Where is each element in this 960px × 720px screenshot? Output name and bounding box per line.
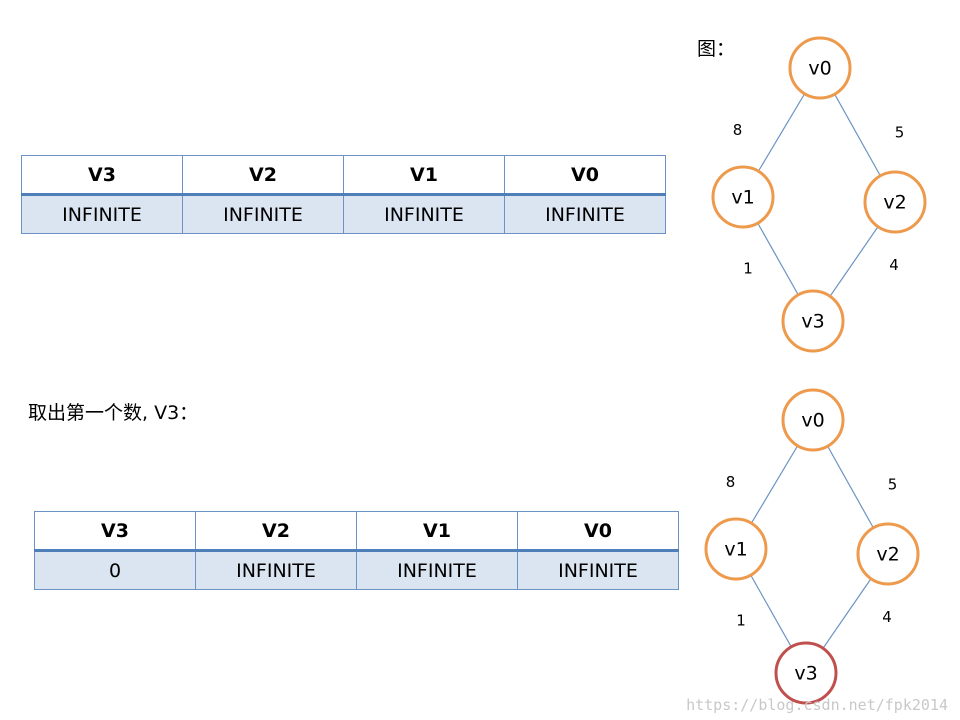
- graph-diagram-after-v3: 8 5 1 4 v0 v1 v2 v3: [704, 388, 920, 705]
- edge-weight-label: 4: [882, 608, 892, 626]
- node-v0: [781, 388, 845, 452]
- node-label: v1: [724, 539, 747, 561]
- table-header-cell: V0: [504, 155, 666, 196]
- table-cell: INFINITE: [343, 194, 505, 234]
- table-header-cell: V1: [343, 155, 505, 196]
- watermark: https://blog.csdn.net/fpk2014: [686, 696, 948, 714]
- node-label: v3: [801, 311, 824, 333]
- node-label: v2: [876, 544, 899, 566]
- graph-caption: 图：: [697, 38, 736, 60]
- table-cell: INFINITE: [356, 550, 518, 590]
- table-cell: INFINITE: [182, 194, 344, 234]
- table-cell: 0: [34, 550, 196, 590]
- table-header-cell: V1: [356, 511, 518, 552]
- node-label: v0: [808, 58, 831, 80]
- node-v1: [711, 165, 775, 229]
- node-v2: [863, 170, 927, 234]
- edge-weight-label: 8: [726, 473, 736, 491]
- table-header-row: V3 V2 V1 V0: [34, 511, 679, 552]
- table-header-cell: V3: [34, 511, 196, 552]
- edge-weight-label: 5: [895, 124, 905, 142]
- edge-weight-label: 1: [743, 260, 753, 278]
- table-cell: INFINITE: [21, 194, 183, 234]
- step-caption: 取出第一个数, V3：: [28, 402, 199, 424]
- table-cell: INFINITE: [195, 550, 357, 590]
- edge-weight-label: 4: [889, 256, 899, 274]
- node-v2: [856, 522, 920, 586]
- node-label: v1: [731, 187, 754, 209]
- node-v3: [774, 641, 838, 705]
- edge-weight-label: 1: [736, 612, 746, 630]
- edge-weight-label: 5: [888, 476, 898, 494]
- node-v1: [704, 517, 768, 581]
- node-v3: [781, 289, 845, 353]
- table-header-cell: V2: [195, 511, 357, 552]
- table-header-cell: V0: [517, 511, 679, 552]
- table-cell: INFINITE: [504, 194, 666, 234]
- edge-weight-label: 8: [733, 121, 743, 139]
- node-label: v3: [794, 663, 817, 685]
- distance-table-initial: V3 V2 V1 V0 INFINITE INFINITE INFINITE I…: [21, 155, 666, 234]
- distance-table-after-v3: V3 V2 V1 V0 0 INFINITE INFINITE INFINITE: [34, 511, 679, 590]
- table-row: INFINITE INFINITE INFINITE INFINITE: [21, 194, 666, 234]
- table-header-cell: V2: [182, 155, 344, 196]
- node-v0: [788, 36, 852, 100]
- table-header-row: V3 V2 V1 V0: [21, 155, 666, 196]
- table-cell: INFINITE: [517, 550, 679, 590]
- table-row: 0 INFINITE INFINITE INFINITE: [34, 550, 679, 590]
- table-header-cell: V3: [21, 155, 183, 196]
- node-label: v0: [801, 410, 824, 432]
- node-label: v2: [883, 192, 906, 214]
- graph-diagram-initial: 8 5 1 4 v0 v1 v2 v3: [711, 36, 927, 353]
